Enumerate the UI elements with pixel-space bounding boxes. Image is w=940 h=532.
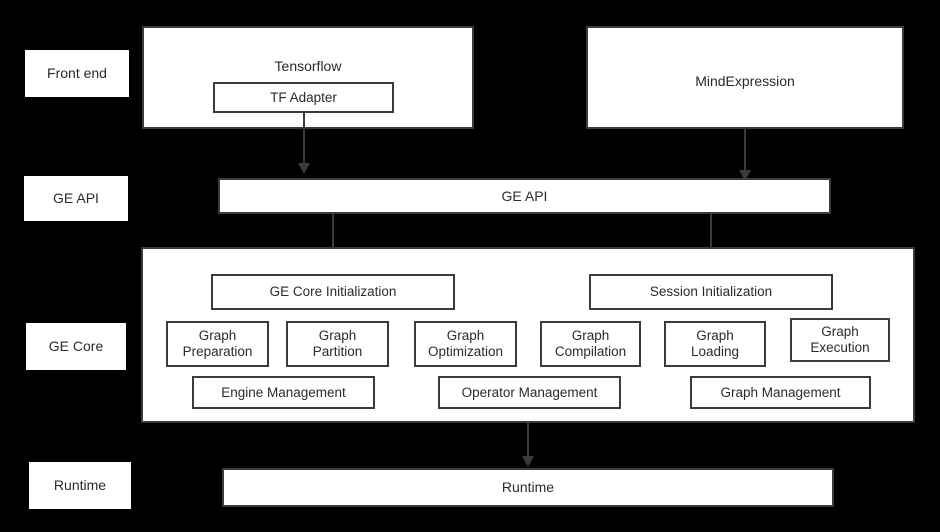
unit-graph-loading[interactable]: Graph Loading bbox=[664, 321, 766, 367]
unit-graph-loading-line1: Graph bbox=[696, 328, 734, 344]
layer-label-ge-api: GE API bbox=[24, 176, 128, 221]
ge-core-initialization-box[interactable]: GE Core Initialization bbox=[211, 274, 455, 310]
layer-label-runtime-text: Runtime bbox=[53, 477, 107, 494]
management-graph[interactable]: Graph Management bbox=[690, 376, 871, 409]
layer-label-ge-api-text: GE API bbox=[53, 190, 99, 207]
arrow-ge-core-to-runtime-head bbox=[522, 456, 534, 467]
unit-graph-execution[interactable]: Graph Execution bbox=[790, 318, 890, 362]
session-initialization-label: Session Initialization bbox=[649, 284, 773, 300]
tf-adapter-box[interactable]: TF Adapter bbox=[213, 82, 394, 113]
unit-graph-compilation-label: Graph Compilation bbox=[555, 328, 626, 360]
layer-label-runtime: Runtime bbox=[29, 462, 131, 509]
tf-adapter-label: TF Adapter bbox=[270, 89, 337, 105]
unit-graph-loading-line2: Loading bbox=[690, 344, 740, 359]
unit-graph-partition-line1: Graph bbox=[318, 328, 357, 344]
arrow-ge-core-to-runtime-line bbox=[527, 423, 529, 459]
unit-graph-partition[interactable]: Graph Partition bbox=[286, 321, 389, 367]
management-operator[interactable]: Operator Management bbox=[438, 376, 621, 409]
runtime-bar-label: Runtime bbox=[501, 479, 555, 496]
unit-graph-optimization-label: Graph Optimization bbox=[428, 328, 503, 360]
unit-graph-optimization-line1: Graph bbox=[446, 328, 485, 344]
management-graph-label: Graph Management bbox=[720, 384, 841, 400]
layer-label-ge-core-text: GE Core bbox=[48, 338, 104, 355]
management-operator-label: Operator Management bbox=[461, 384, 598, 400]
unit-graph-partition-line2: Partition bbox=[312, 344, 363, 359]
session-initialization-box[interactable]: Session Initialization bbox=[589, 274, 833, 310]
unit-graph-execution-line2: Execution bbox=[810, 340, 870, 355]
arrow-ge-api-to-session-init-line bbox=[710, 214, 712, 264]
unit-graph-execution-label: Graph Execution bbox=[810, 324, 869, 356]
management-engine[interactable]: Engine Management bbox=[192, 376, 375, 409]
arrow-tf-adapter-to-ge-api-head bbox=[298, 163, 310, 174]
layer-label-front-end: Front end bbox=[25, 50, 129, 97]
arrow-mindexpression-to-ge-api-head bbox=[739, 170, 751, 181]
unit-graph-optimization[interactable]: Graph Optimization bbox=[414, 321, 517, 367]
ge-api-bar[interactable]: GE API bbox=[218, 178, 831, 214]
unit-graph-execution-line1: Graph bbox=[821, 324, 859, 340]
unit-graph-preparation[interactable]: Graph Preparation bbox=[166, 321, 269, 367]
layer-label-front-end-text: Front end bbox=[47, 65, 107, 82]
tensorflow-title: Tensorflow bbox=[274, 58, 342, 74]
runtime-bar[interactable]: Runtime bbox=[222, 468, 834, 507]
unit-graph-loading-label: Graph Loading bbox=[691, 328, 739, 360]
unit-graph-compilation-line2: Compilation bbox=[554, 344, 627, 359]
mindexpression-container: MindExpression bbox=[586, 26, 904, 129]
unit-graph-compilation[interactable]: Graph Compilation bbox=[540, 321, 641, 367]
unit-graph-compilation-line1: Graph bbox=[571, 328, 610, 344]
management-engine-label: Engine Management bbox=[221, 384, 346, 400]
unit-graph-preparation-label: Graph Preparation bbox=[183, 328, 253, 360]
unit-graph-preparation-line1: Graph bbox=[198, 328, 237, 344]
arrow-ge-api-to-core-init-line bbox=[332, 214, 334, 264]
ge-api-bar-label: GE API bbox=[501, 187, 548, 204]
unit-graph-partition-label: Graph Partition bbox=[313, 328, 363, 360]
layer-label-ge-core: GE Core bbox=[26, 323, 126, 370]
unit-graph-optimization-line2: Optimization bbox=[427, 344, 504, 359]
arrow-tf-adapter-to-ge-api-line bbox=[303, 113, 305, 166]
tensorflow-container: Tensorflow bbox=[142, 26, 474, 129]
mindexpression-title: MindExpression bbox=[695, 73, 795, 89]
unit-graph-preparation-line2: Preparation bbox=[182, 344, 253, 359]
ge-core-initialization-label: GE Core Initialization bbox=[269, 284, 397, 300]
arrow-mindexpression-to-ge-api-line bbox=[744, 129, 746, 173]
